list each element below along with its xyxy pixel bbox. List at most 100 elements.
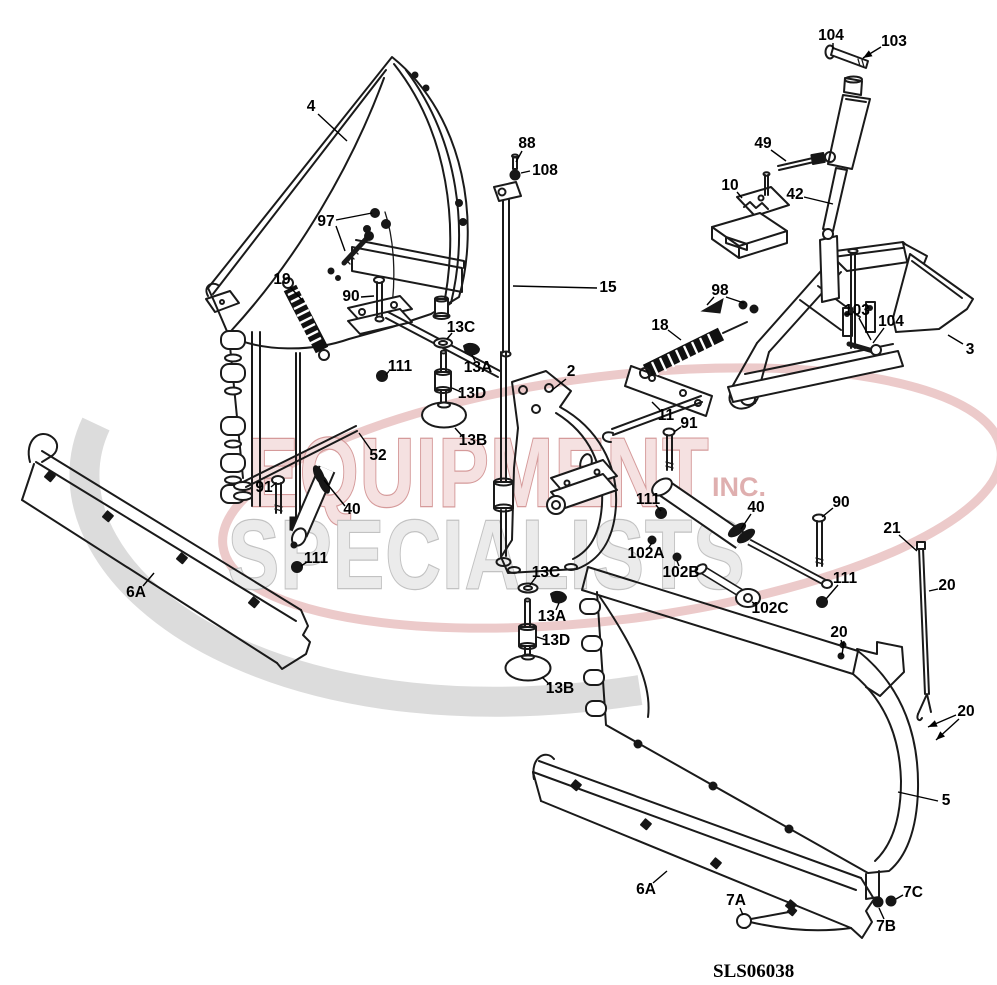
drawing-code: SLS06038: [713, 961, 794, 982]
leader-line-6A: [652, 870, 668, 884]
part-label-21: 21: [883, 520, 901, 537]
leader-line-97: [335, 212, 373, 221]
angle-cylinder-40-right: [651, 477, 833, 589]
part-label-111: 111: [636, 491, 661, 508]
leader-line-40: [323, 479, 346, 507]
nuts-111-right: [655, 507, 828, 608]
leader-line-52: [358, 432, 372, 451]
leader-line-13A: [471, 354, 476, 362]
part-label-108: 108: [532, 162, 558, 179]
part-label-103: 103: [881, 33, 907, 50]
part-label-102A: 102A: [627, 545, 664, 562]
leader-line-49: [770, 149, 787, 162]
leader-line-7C: [895, 894, 904, 900]
leader-line-97: [335, 225, 346, 252]
part-label-104: 104: [878, 313, 904, 330]
part-label-103: 103: [844, 302, 870, 319]
leader-line-111: [655, 504, 662, 512]
part-label-13C: 13C: [447, 319, 475, 336]
part-label-42: 42: [786, 186, 803, 203]
part-label-19: 19: [273, 271, 291, 288]
part-label-11: 11: [658, 407, 675, 424]
leader-line-102B: [676, 560, 680, 567]
leader-line-90: [360, 295, 375, 298]
part-label-52: 52: [369, 447, 386, 464]
part-label-98: 98: [711, 282, 729, 299]
angle-cylinder-40-left: [290, 465, 336, 549]
pivot-pin-rod-15: [493, 153, 522, 358]
bolt-90-left: [373, 276, 385, 323]
leader-line-98: [725, 296, 745, 304]
leader-line-111: [300, 561, 308, 567]
leader-line-18: [667, 329, 682, 341]
shoe-assembly-center: [504, 582, 567, 682]
part-label-91: 91: [255, 479, 273, 496]
leader-lines: [142, 43, 964, 920]
nut-111-left: [291, 561, 303, 573]
part-label-102C: 102C: [751, 600, 788, 617]
part-label-2: 2: [567, 363, 576, 380]
right-wing-moldboard-5: [579, 566, 920, 908]
leader-line-7B: [878, 907, 885, 920]
leader-line-19: [289, 286, 305, 303]
cutting-edge-6a-left: [21, 433, 311, 670]
leader-line-102A: [648, 542, 653, 548]
part-label-7C: 7C: [903, 884, 923, 901]
part-label-111: 111: [304, 550, 329, 567]
part-label-18: 18: [651, 317, 669, 334]
leader-line-13D: [451, 387, 462, 393]
leader-line-21: [898, 534, 918, 552]
nut-111-left-wing: [376, 370, 388, 382]
bolt-91-right: [662, 427, 676, 471]
part-label-5: 5: [942, 792, 951, 809]
part-label-7B: 7B: [876, 918, 896, 935]
bolt-90-right: [812, 513, 826, 567]
wing-stop-bolts-97: [327, 208, 391, 281]
leader-line-91: [270, 482, 277, 488]
part-label-6A: 6A: [126, 584, 146, 601]
leader-line-103: [858, 317, 872, 341]
leader-line-104: [872, 327, 885, 344]
leader-line-40: [740, 513, 752, 530]
part-label-97: 97: [317, 213, 334, 230]
part-label-13D: 13D: [542, 632, 570, 649]
leader-line-98: [706, 296, 715, 306]
part-label-104: 104: [818, 27, 844, 44]
leader-line-20: [841, 640, 845, 656]
leader-line-4: [317, 113, 348, 142]
center-pivot-frame-2: [493, 351, 618, 574]
leader-line-102C: [751, 601, 758, 606]
leader-line-108: [520, 170, 531, 174]
leader-line-13A: [555, 602, 560, 611]
part-label-111: 111: [388, 358, 413, 375]
part-label-13A: 13A: [538, 608, 566, 625]
leader-line-13C: [446, 332, 453, 340]
leader-line-10: [736, 191, 743, 199]
pump-bracket-10: [711, 171, 790, 259]
stand-rod-21: [916, 541, 932, 722]
part-label-88: 88: [518, 135, 536, 152]
part-label-40: 40: [747, 499, 764, 516]
watermark-swoosh: [69, 363, 997, 717]
leader-line-13D: [536, 636, 547, 641]
part-labels: 4971990111881081513C13A13D13B25291401116…: [126, 27, 975, 935]
bolt-91-left: [271, 475, 285, 514]
leader-line-11: [651, 401, 661, 411]
leader-line-3: [947, 334, 964, 345]
part-label-13D: 13D: [458, 385, 486, 402]
watermark-inc: INC.: [712, 472, 766, 502]
left-hinge-assembly: [205, 282, 358, 507]
leader-line-15: [512, 285, 598, 289]
leader-line-91: [673, 426, 682, 433]
return-spring-18: [624, 321, 748, 417]
part-label-111: 111: [833, 570, 858, 587]
leader-line-42: [803, 196, 834, 205]
leader-arrowhead-103: [863, 50, 873, 58]
shoe-assembly-left: [421, 337, 480, 429]
part-label-13A: 13A: [464, 359, 492, 376]
part-label-20: 20: [830, 624, 847, 641]
part-label-7A: 7A: [726, 892, 746, 909]
part-label-15: 15: [599, 279, 617, 296]
